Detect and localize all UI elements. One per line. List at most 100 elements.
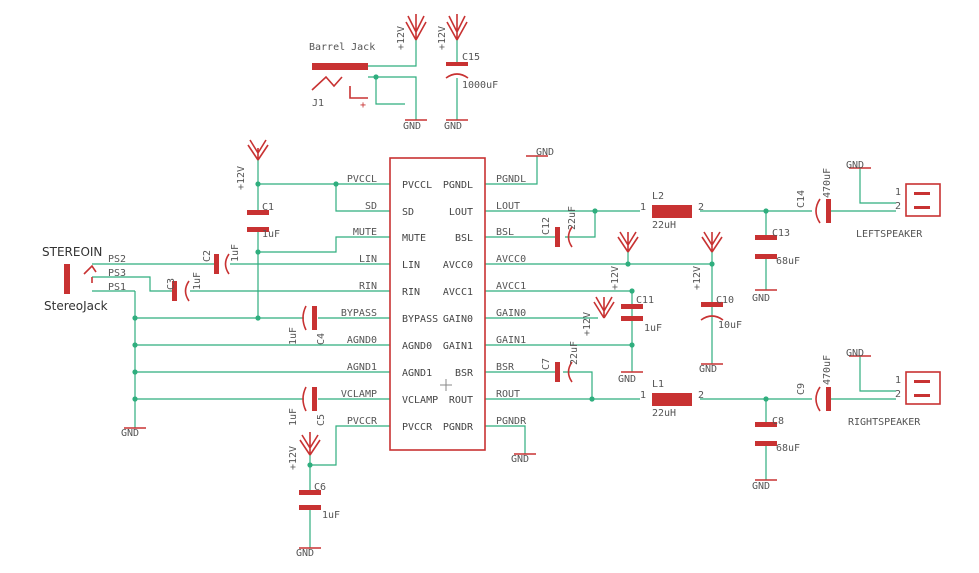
gnd-c11: GND: [618, 371, 643, 385]
ic-pin-left-3: MUTE: [402, 233, 426, 244]
ic-pin-left-8: AGND1: [402, 368, 432, 379]
c8-ref: C8: [772, 416, 784, 427]
gnd-c15: GND: [444, 119, 468, 132]
stereo-jack-name: STEREOIN: [42, 245, 102, 259]
net-label-pvccl: PVCCL: [347, 174, 377, 185]
capacitor-c15: C15 1000uF: [445, 52, 498, 91]
ic-pin-right-10: PGNDR: [443, 422, 474, 433]
right-speaker-pin1: 1: [895, 375, 901, 386]
ic-pin-right-7: GAIN1: [443, 341, 473, 352]
supply-12v-c10: +12V: [692, 231, 723, 290]
supply-12v-barrel: +12V: [396, 14, 427, 50]
ic-pin-left-9: VCLAMP: [402, 395, 438, 406]
supply-12v-label-3: +12V: [236, 166, 247, 190]
left-speaker-pin2: 2: [895, 201, 901, 212]
ic-pin-right-1: PGNDL: [443, 180, 473, 191]
ic-pin-left-6: BYPASS: [402, 314, 438, 325]
right-speaker-name: RIGHTSPEAKER: [848, 417, 921, 428]
net-label-bsl: BSL: [496, 227, 514, 238]
gnd-label-1: GND: [403, 121, 421, 132]
supply-12v-label-5: +12V: [610, 266, 621, 290]
ic-pin-left-5: RIN: [402, 287, 420, 298]
jack-pin-ps3: PS3: [108, 268, 126, 279]
supply-12v-label-2: +12V: [437, 26, 448, 50]
net-label-avcc0: AVCC0: [496, 254, 526, 265]
supply-12v-avcc: +12V: [610, 231, 639, 290]
c7-ref: C7: [541, 358, 552, 370]
c1-value: 1uF: [262, 229, 280, 240]
gnd-label-9: GND: [752, 293, 770, 304]
c6-value: 1uF: [322, 510, 340, 521]
net-label-agnd0: AGND0: [347, 335, 377, 346]
c2-ref: C2: [202, 250, 213, 262]
gnd-left-speaker: GND: [846, 160, 871, 171]
supply-12v-label-4: +12V: [288, 446, 299, 470]
l2-ref: L2: [652, 191, 664, 202]
stereo-jack-part: StereoJack: [44, 299, 108, 313]
net-label-pgndr: PGNDR: [496, 416, 527, 427]
supply-12v-c6: +12V: [288, 432, 321, 470]
barrel-jack: Barrel Jack + J1: [309, 42, 375, 111]
c9-ref: C9: [796, 383, 807, 395]
capacitor-c5: 1uF C5: [288, 386, 327, 426]
gnd-label-8: GND: [511, 454, 529, 465]
capacitor-c6: C6 1uF: [299, 482, 340, 521]
inductor-l2: 1 2 L2 22uH: [640, 191, 704, 231]
c10-ref: C10: [716, 295, 734, 306]
c10-value: 10uF: [718, 320, 742, 331]
barrel-jack-ref: J1: [312, 98, 324, 109]
c12-ref: C12: [541, 217, 552, 235]
net-labels: PVCCL SD MUTE LIN RIN BYPASS AGND0 AGND1…: [341, 174, 527, 427]
c4-ref: C4: [316, 333, 327, 345]
ic-pin-left-7: AGND0: [402, 341, 432, 352]
c2-value: 1uF: [230, 244, 241, 262]
supply-12v-c1: +12V: [236, 139, 269, 190]
gnd-c10: GND: [699, 363, 723, 375]
l1-pin2: 2: [698, 390, 704, 401]
net-label-rin: RIN: [359, 281, 377, 292]
c14-value: 470uF: [822, 168, 833, 198]
left-speaker-connector: 1 2 LEFTSPEAKER: [856, 183, 941, 240]
capacitor-c7: C7 22uF: [541, 341, 580, 383]
capacitor-c3: C3 1uF: [166, 272, 203, 302]
capacitor-c10: C10 10uF: [700, 295, 742, 331]
c9-value: 470uF: [822, 355, 833, 385]
capacitor-c4: 1uF C4: [288, 305, 327, 345]
gnd-c13: GND: [752, 289, 777, 304]
wires: [92, 40, 896, 548]
net-label-vclamp: VCLAMP: [341, 389, 377, 400]
net-label-pvccr: PVCCR: [347, 416, 378, 427]
c5-value: 1uF: [288, 408, 299, 426]
amplifier-ic: PVCCL SD MUTE LIN RIN BYPASS AGND0 AGND1…: [389, 157, 486, 451]
supply-12v-label-6: +12V: [692, 266, 703, 290]
supply-12v-c15: +12V: [437, 14, 468, 50]
ic-pin-left-2: SD: [402, 207, 414, 218]
svg-text:+: +: [360, 100, 366, 111]
net-label-gain1: GAIN1: [496, 335, 526, 346]
supply-12v-label-1: +12V: [396, 26, 407, 50]
c11-value: 1uF: [644, 323, 662, 334]
gnd-label-10: GND: [752, 481, 770, 492]
l2-pin1: 1: [640, 202, 646, 213]
net-label-agnd1: AGND1: [347, 362, 377, 373]
ic-pin-left-1: PVCCL: [402, 180, 432, 191]
left-speaker-pin1: 1: [895, 187, 901, 198]
capacitor-c13: C13 68uF: [755, 228, 800, 267]
right-speaker-pin2: 2: [895, 389, 901, 400]
l2-value: 22uH: [652, 220, 676, 231]
left-speaker-name: LEFTSPEAKER: [856, 229, 923, 240]
gnd-pgndl: GND: [526, 147, 554, 158]
net-label-pgndl: PGNDL: [496, 174, 526, 185]
stereo-jack: STEREOIN StereoJack PS2 PS3 PS1: [42, 245, 126, 313]
supply-12v-gain0: +12V: [582, 296, 615, 336]
c7-value: 22uF: [569, 341, 580, 365]
net-label-sd: SD: [365, 201, 377, 212]
barrel-jack-name: Barrel Jack: [309, 42, 375, 53]
net-label-gain0: GAIN0: [496, 308, 526, 319]
c15-value: 1000uF: [462, 80, 498, 91]
gnd-input: GND: [121, 427, 146, 439]
l1-value: 22uH: [652, 408, 676, 419]
gnd-label-3: GND: [296, 548, 314, 559]
right-speaker-connector: 1 2 RIGHTSPEAKER: [848, 371, 941, 428]
